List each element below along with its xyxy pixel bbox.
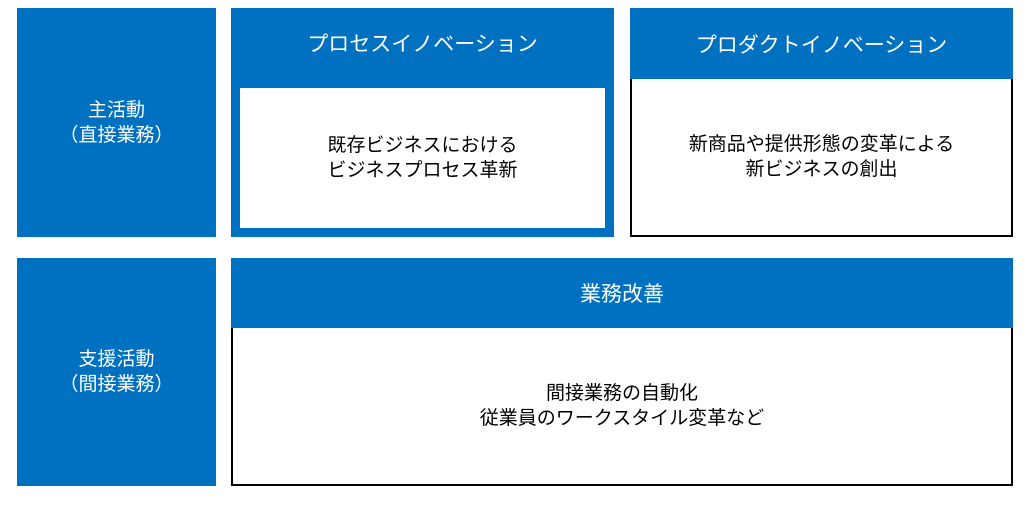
business-improvement-line1: 間接業務の自動化 [545, 382, 698, 404]
row-label-primary-activities: 主活動 （直接業務） [17, 8, 216, 237]
process-innovation-line1: 既存ビジネスにおける [327, 134, 518, 156]
business-improvement-box: 業務改善 間接業務の自動化 従業員のワークスタイル変革など [231, 258, 1013, 486]
business-improvement-title: 業務改善 [231, 258, 1013, 328]
process-innovation-title: プロセスイノベーション [231, 8, 614, 78]
process-innovation-line2: ビジネスプロセス革新 [327, 159, 518, 181]
row-label-primary-line2: （直接業務） [59, 123, 174, 146]
product-innovation-line2: 新ビジネスの創出 [745, 158, 898, 180]
row-label-support-line2: （間接業務） [59, 373, 174, 395]
row-label-support-line1: 支援活動 [78, 348, 155, 370]
business-improvement-body: 間接業務の自動化 従業員のワークスタイル変革など [231, 328, 1013, 486]
row-label-primary-line1: 主活動 [87, 98, 145, 121]
process-innovation-box: プロセスイノベーション 既存ビジネスにおける ビジネスプロセス革新 [231, 8, 614, 237]
business-improvement-line2: 従業員のワークスタイル変革など [479, 407, 765, 429]
product-innovation-box: プロダクトイノベーション 新商品や提供形態の変革による 新ビジネスの創出 [630, 8, 1013, 237]
process-innovation-body: 既存ビジネスにおける ビジネスプロセス革新 [240, 88, 605, 228]
product-innovation-body: 新商品や提供形態の変革による 新ビジネスの創出 [630, 79, 1013, 237]
row-label-support-activities: 支援活動 （間接業務） [17, 258, 216, 486]
product-innovation-line1: 新商品や提供形態の変革による [688, 133, 955, 155]
product-innovation-title: プロダクトイノベーション [630, 8, 1013, 79]
